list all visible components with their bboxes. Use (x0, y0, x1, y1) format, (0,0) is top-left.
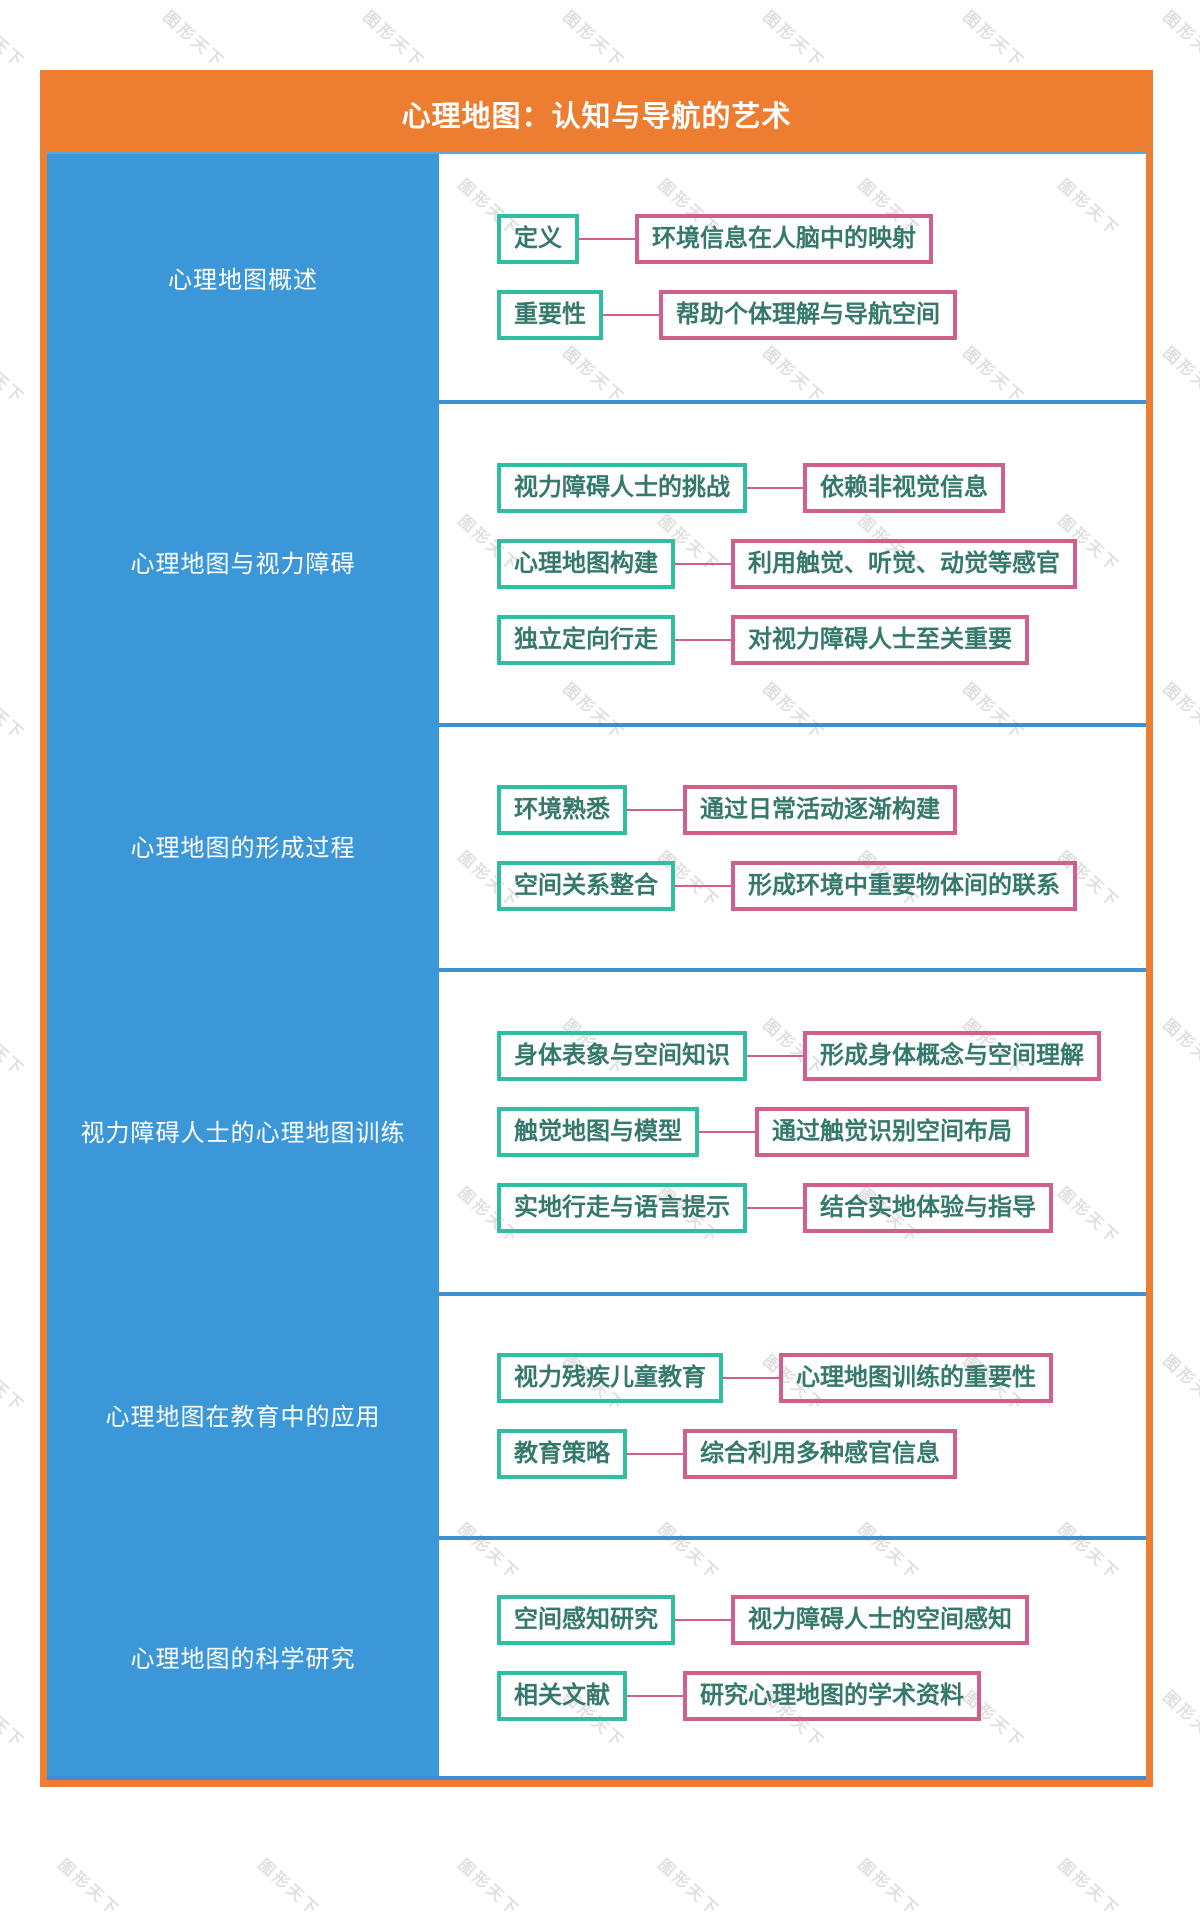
watermark-text: 图形天下 (1159, 1016, 1200, 1080)
mindmap-row: 空间感知研究 视力障碍人士的空间感知 (497, 1595, 1146, 1645)
mindmap-row: 视力障碍人士的挑战 依赖非视觉信息 (497, 462, 1146, 513)
watermark-text: 图形天下 (0, 1016, 28, 1080)
section-branch: 视力残疾儿童教育 心理地图训练的重要性 教育策略 综合利用多种感官信息 (439, 1292, 1146, 1536)
detail-node: 综合利用多种感官信息 (683, 1429, 957, 1479)
topic-node: 教育策略 (497, 1429, 627, 1479)
connector-line (579, 238, 635, 240)
detail-node: 通过日常活动逐渐构建 (683, 784, 957, 835)
topic-node: 环境熟悉 (497, 784, 627, 835)
watermark-text: 图形天下 (0, 344, 28, 408)
connector-line (627, 808, 683, 811)
topic-node: 实地行走与语言提示 (497, 1183, 747, 1233)
watermark-text: 图形天下 (1159, 8, 1200, 72)
watermark-text: 图形天下 (454, 1856, 523, 1920)
detail-node: 心理地图训练的重要性 (779, 1353, 1053, 1403)
section-branch: 视力障碍人士的挑战 依赖非视觉信息 心理地图构建 利用触觉、听觉、动觉等感官 独… (439, 400, 1146, 723)
watermark-text: 图形天下 (959, 8, 1028, 72)
detail-node: 形成身体概念与空间理解 (803, 1031, 1101, 1081)
topic-node: 重要性 (497, 290, 603, 340)
section-branch: 身体表象与空间知识 形成身体概念与空间理解 触觉地图与模型 通过触觉识别空间布局… (439, 968, 1146, 1292)
detail-node: 帮助个体理解与导航空间 (659, 290, 957, 340)
detail-node: 对视力障碍人士至关重要 (731, 614, 1029, 665)
mindmap-row: 空间关系整合 形成环境中重要物体间的联系 (497, 860, 1146, 911)
watermark-text: 图形天下 (854, 1856, 923, 1920)
connector-line (675, 562, 731, 565)
section-branch: 空间感知研究 视力障碍人士的空间感知 相关文献 研究心理地图的学术资料 (439, 1536, 1146, 1776)
section-branch: 环境熟悉 通过日常活动逐渐构建 空间关系整合 形成环境中重要物体间的联系 (439, 723, 1146, 968)
connector-line (699, 1131, 755, 1133)
sidebar-section-label-3: 心理地图的形成过程 (130, 835, 356, 862)
detail-node: 通过触觉识别空间布局 (755, 1107, 1029, 1157)
mindmap-row: 触觉地图与模型 通过触觉识别空间布局 (497, 1107, 1146, 1157)
watermark-text: 图形天下 (0, 680, 28, 744)
mindmap-row: 环境熟悉 通过日常活动逐渐构建 (497, 784, 1146, 835)
watermark-text: 图形天下 (1159, 344, 1200, 408)
connector-line (747, 1207, 803, 1209)
mindmap-row: 心理地图构建 利用触觉、听觉、动觉等感官 (497, 538, 1146, 589)
connector-line (627, 1695, 683, 1697)
mindmap-row: 教育策略 综合利用多种感官信息 (497, 1429, 1146, 1479)
topic-node: 身体表象与空间知识 (497, 1031, 747, 1081)
sidebar-section-label-6: 心理地图的科学研究 (130, 1645, 356, 1673)
title-bar: 心理地图：认知与导航的艺术 (47, 77, 1146, 151)
mindmap-frame: 心理地图：认知与导航的艺术 心理地图概述心理地图与视力障碍心理地图的形成过程视力… (40, 70, 1153, 1787)
detail-node: 形成环境中重要物体间的联系 (731, 860, 1077, 911)
connector-line (627, 1453, 683, 1455)
content-area: 定义 环境信息在人脑中的映射 重要性 帮助个体理解与导航空间 视力障碍人士的挑战… (439, 154, 1146, 1776)
mindmap-row: 相关文献 研究心理地图的学术资料 (497, 1671, 1146, 1721)
connector-line (747, 486, 803, 489)
connector-line (675, 638, 731, 641)
topic-node: 视力障碍人士的挑战 (497, 462, 747, 513)
watermark-text: 图形天下 (0, 8, 28, 72)
mindmap-row: 定义 环境信息在人脑中的映射 (497, 214, 1146, 264)
connector-line (723, 1377, 779, 1379)
connector-line (603, 314, 659, 316)
sidebar-section-label-4: 视力障碍人士的心理地图训练 (80, 1119, 406, 1147)
mindmap-row: 视力残疾儿童教育 心理地图训练的重要性 (497, 1353, 1146, 1403)
sidebar-section-label-5: 心理地图在教育中的应用 (105, 1403, 381, 1431)
watermark-text: 图形天下 (159, 8, 228, 72)
topic-node: 相关文献 (497, 1671, 627, 1721)
page: { "title": "心理地图：认知与导航的艺术", "watermark":… (0, 8, 1200, 1920)
watermark-text: 图形天下 (1159, 1688, 1200, 1752)
watermark-text: 图形天下 (559, 8, 628, 72)
topic-node: 独立定向行走 (497, 614, 675, 665)
watermark-text: 图形天下 (0, 1688, 28, 1752)
sidebar-section-label-2: 心理地图与视力障碍 (130, 551, 356, 578)
watermark-text: 图形天下 (1159, 1352, 1200, 1416)
mindmap-row: 实地行走与语言提示 结合实地体验与指导 (497, 1183, 1146, 1233)
connector-line (675, 884, 731, 887)
topic-node: 空间关系整合 (497, 860, 675, 911)
sidebar: 心理地图概述心理地图与视力障碍心理地图的形成过程视力障碍人士的心理地图训练心理地… (47, 154, 439, 1776)
watermark-text: 图形天下 (54, 1856, 123, 1920)
mindmap-row: 独立定向行走 对视力障碍人士至关重要 (497, 614, 1146, 665)
page-title: 心理地图：认知与导航的艺术 (401, 101, 792, 133)
detail-node: 利用触觉、听觉、动觉等感官 (731, 538, 1077, 589)
detail-node: 研究心理地图的学术资料 (683, 1671, 981, 1721)
watermark-text: 图形天下 (654, 1856, 723, 1920)
sidebar-section-label-1: 心理地图概述 (168, 266, 318, 294)
detail-node: 视力障碍人士的空间感知 (731, 1595, 1029, 1645)
detail-node: 结合实地体验与指导 (803, 1183, 1053, 1233)
topic-node: 触觉地图与模型 (497, 1107, 699, 1157)
detail-node: 依赖非视觉信息 (803, 462, 1005, 513)
watermark-text: 图形天下 (1159, 680, 1200, 744)
topic-node: 空间感知研究 (497, 1595, 675, 1645)
topic-node: 定义 (497, 214, 579, 264)
watermark-text: 图形天下 (1054, 1856, 1123, 1920)
topic-node: 视力残疾儿童教育 (497, 1353, 723, 1403)
section-branch: 定义 环境信息在人脑中的映射 重要性 帮助个体理解与导航空间 (439, 154, 1146, 400)
mindmap-row: 重要性 帮助个体理解与导航空间 (497, 290, 1146, 340)
watermark-text: 图形天下 (759, 8, 828, 72)
topic-node: 心理地图构建 (497, 538, 675, 589)
watermark-text: 图形天下 (254, 1856, 323, 1920)
detail-node: 环境信息在人脑中的映射 (635, 214, 933, 264)
connector-line (747, 1055, 803, 1057)
watermark-text: 图形天下 (0, 1352, 28, 1416)
connector-line (675, 1619, 731, 1621)
watermark-text: 图形天下 (359, 8, 428, 72)
mindmap-body: 心理地图概述心理地图与视力障碍心理地图的形成过程视力障碍人士的心理地图训练心理地… (47, 151, 1146, 1780)
mindmap-row: 身体表象与空间知识 形成身体概念与空间理解 (497, 1031, 1146, 1081)
